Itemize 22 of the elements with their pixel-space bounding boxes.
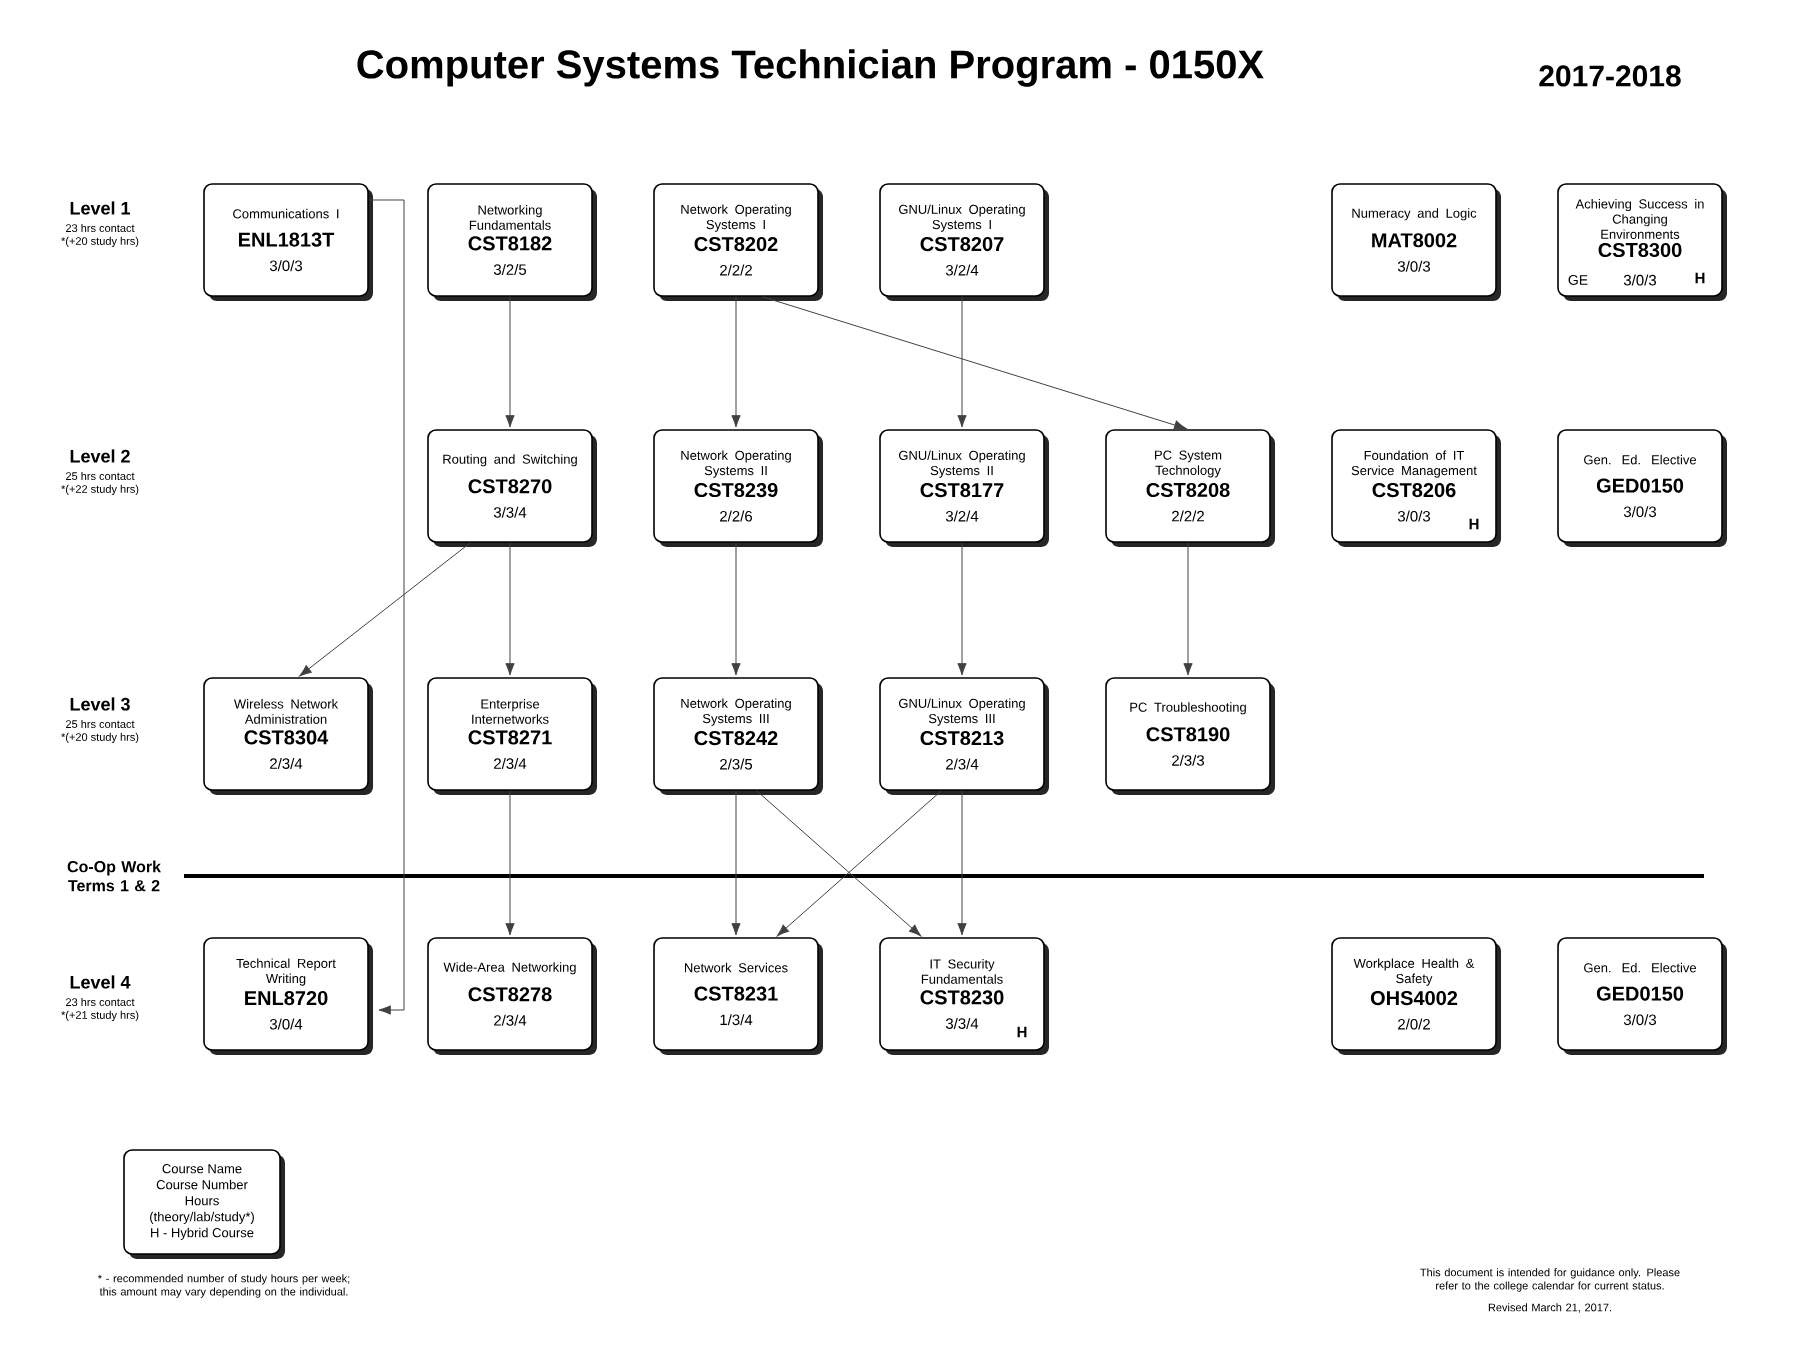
arrow <box>731 790 741 936</box>
level-heading: Level 4 <box>70 975 131 989</box>
arrow <box>957 790 967 936</box>
arrow <box>505 790 515 936</box>
arrow <box>957 296 967 428</box>
arrow <box>762 296 1187 430</box>
arrow <box>957 542 967 676</box>
arrow <box>731 542 741 676</box>
arrow <box>505 542 515 676</box>
arrow <box>505 296 515 428</box>
title: Computer Systems Technician Program - 0150X <box>357 49 1264 87</box>
level-heading: Level 2 <box>70 449 130 463</box>
arrow <box>731 296 741 428</box>
level-heading: Level 3 <box>70 697 130 711</box>
arrow <box>776 790 942 937</box>
arrow <box>1183 542 1193 676</box>
arrow <box>756 790 922 937</box>
co-op-label: Co-Op Work Terms 1 & 2 <box>67 860 161 892</box>
arrow <box>299 542 471 677</box>
level-heading: Level 1 <box>70 201 130 215</box>
arrow <box>368 199 405 1015</box>
year-label: 2017-2018 <box>1539 65 1681 87</box>
